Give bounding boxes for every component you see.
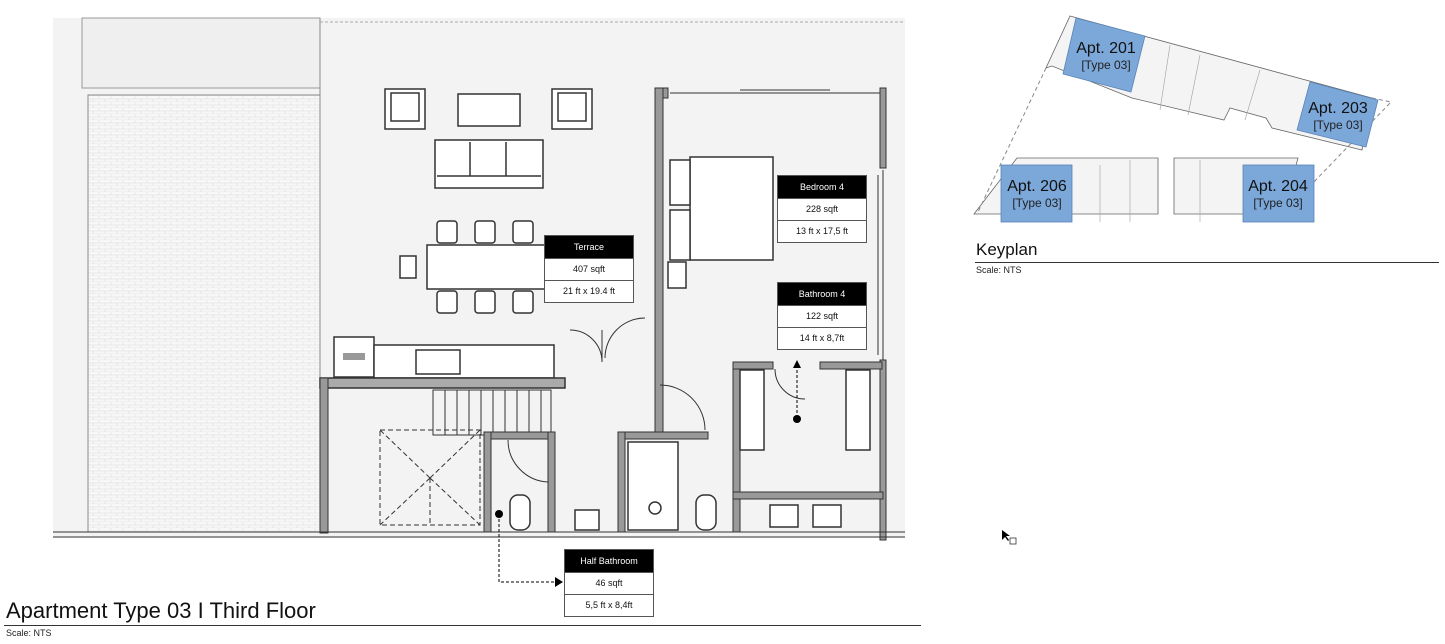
keyplan-unit-206[interactable]: Apt. 206 [Type 03] (995, 178, 1079, 212)
room-tag-half-bathroom: Half Bathroom 46 sqft 5,5 ft x 8,4ft (564, 549, 654, 617)
unit-type: [Type 03] (1012, 196, 1062, 210)
mouse-cursor-icon (1002, 530, 1017, 545)
keyplan-unit-201[interactable]: Apt. 201 [Type 03] (1064, 40, 1148, 74)
keyplan-scale: Scale: NTS (976, 265, 1022, 275)
unit-name: Apt. 204 (1248, 178, 1308, 195)
unit-name: Apt. 206 (1007, 178, 1067, 195)
keyplan-highlights (1000, 17, 1379, 223)
room-tag-bedroom-4: Bedroom 4 228 sqft 13 ft x 17,5 ft (777, 175, 867, 243)
plan-title-type: Apartment Type 03 (6, 598, 192, 623)
upper-terrace-block (81, 17, 321, 89)
room-name: Half Bathroom (565, 550, 653, 572)
unit-type: [Type 03] (1081, 58, 1131, 72)
unit-type: [Type 03] (1253, 196, 1303, 210)
keyplan-title: Keyplan (976, 240, 1038, 259)
kitchen-counter (319, 336, 566, 389)
door-swings (507, 317, 806, 483)
unit-name: Apt. 203 (1308, 100, 1368, 117)
room-area: 46 sqft (565, 572, 653, 594)
title-rule (4, 625, 921, 626)
room-tag-bathroom-4: Bathroom 4 122 sqft 14 ft x 8,7ft (777, 282, 867, 350)
room-area: 407 sqft (545, 258, 633, 280)
floor-plan-drawing (53, 17, 905, 587)
keyplan-unit-204[interactable]: Apt. 204 [Type 03] (1236, 178, 1320, 212)
brick-paving-area (87, 94, 321, 533)
keyplan-unit-203[interactable]: Apt. 203 [Type 03] (1296, 100, 1380, 134)
room-name: Terrace (545, 236, 633, 258)
room-area: 228 sqft (778, 198, 866, 220)
unit-type: [Type 03] (1313, 118, 1363, 132)
plan-title-floor: Third Floor (209, 598, 316, 623)
bathroom-fixtures (509, 369, 871, 531)
room-tag-terrace: Terrace 407 sqft 21 ft x 19.4 ft (544, 235, 634, 303)
plan-title-separator: I (197, 598, 204, 623)
room-name: Bathroom 4 (778, 283, 866, 305)
room-area: 122 sqft (778, 305, 866, 327)
lounge-furniture (384, 88, 593, 189)
room-dimensions: 5,5 ft x 8,4ft (565, 594, 653, 616)
room-name: Bedroom 4 (778, 176, 866, 198)
bed (667, 156, 774, 289)
plan-title: Apartment Type 03 I Third Floor (6, 598, 316, 624)
room-dimensions: 13 ft x 17,5 ft (778, 220, 866, 242)
room-dimensions: 21 ft x 19.4 ft (545, 280, 633, 302)
leader-lines (498, 365, 798, 583)
plan-scale: Scale: NTS (6, 628, 52, 638)
windows (53, 89, 905, 538)
keyplan-drawing (973, 15, 1392, 223)
keyplan-rule (975, 262, 1439, 263)
unit-name: Apt. 201 (1076, 40, 1136, 57)
room-dimensions: 14 ft x 8,7ft (778, 327, 866, 349)
dining-table (399, 220, 546, 314)
